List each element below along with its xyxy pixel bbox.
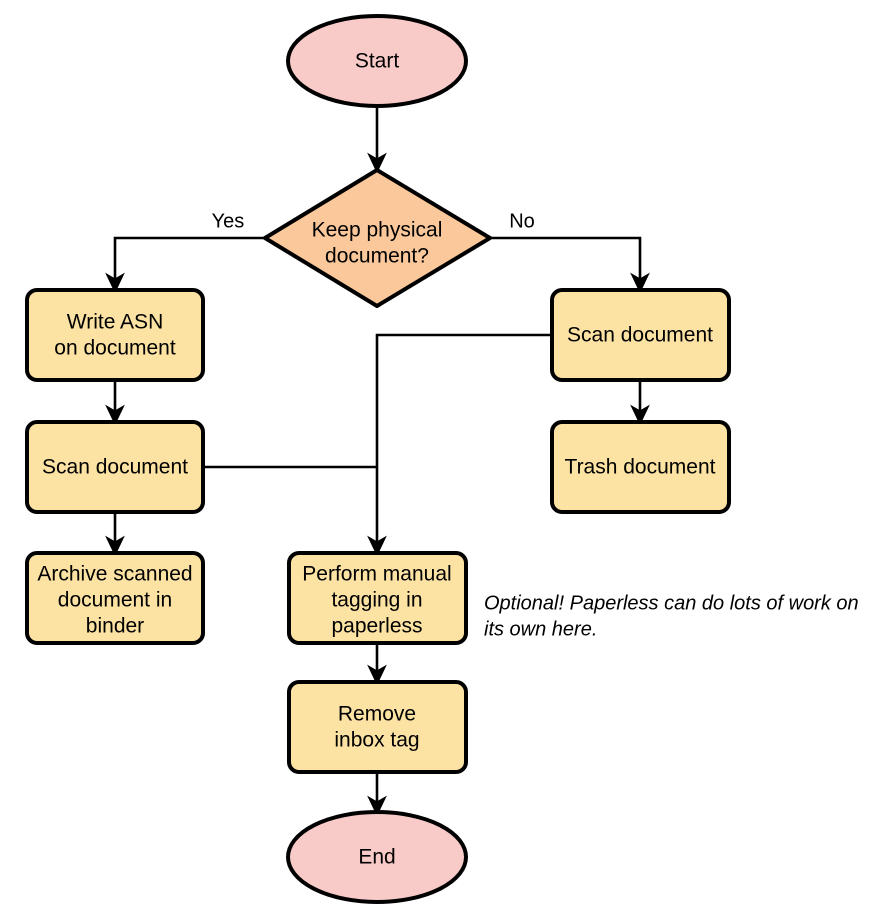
node-manual-tagging[interactable]: Perform manual tagging in paperless: [287, 551, 468, 645]
node-decision[interactable]: Keep physical document?: [263, 168, 492, 308]
trash-label: Trash document: [565, 456, 716, 479]
remove-inbox-label-line1: Remove: [338, 703, 416, 726]
node-write-asn[interactable]: Write ASN on document: [25, 288, 205, 382]
remove-inbox-box: [287, 680, 468, 774]
remove-inbox-label-line2: inbox tag: [334, 729, 419, 752]
edge-group: [105, 103, 650, 817]
archive-label-line2: document in: [58, 589, 172, 612]
decision-label-line2: document?: [325, 245, 429, 268]
decision-label-line1: Keep physical: [312, 219, 443, 242]
edge-label-no: No: [509, 210, 535, 232]
trash-box: [550, 420, 731, 514]
write-asn-label-line2: on document: [54, 337, 176, 360]
write-asn-label-line1: Write ASN: [67, 311, 163, 334]
scan-right-label: Scan document: [567, 324, 713, 347]
archive-label-line1: Archive scanned: [37, 563, 192, 586]
annotation-line1: Optional! Paperless can do lots of work …: [484, 592, 859, 614]
node-archive[interactable]: Archive scanned document in binder: [25, 551, 205, 645]
start-ellipse: [286, 14, 468, 108]
annotation-note: Optional! Paperless can do lots of work …: [484, 592, 859, 640]
scan-left-label: Scan document: [42, 456, 188, 479]
node-trash[interactable]: Trash document: [550, 420, 731, 514]
node-end[interactable]: End: [286, 810, 468, 904]
edge-scan-right-to-manual-tagging: [367, 333, 552, 557]
manual-tagging-label-line3: paperless: [331, 615, 422, 638]
edge-decision-to-write-asn: [105, 236, 265, 294]
scan-right-box: [550, 288, 731, 382]
write-asn-box: [25, 288, 205, 382]
edge-label-yes: Yes: [212, 210, 245, 232]
start-label: Start: [355, 50, 400, 73]
node-scan-document-right[interactable]: Scan document: [550, 288, 731, 382]
manual-tagging-label-line2: tagging in: [331, 589, 422, 612]
archive-box: [25, 551, 205, 645]
node-remove-inbox-tag[interactable]: Remove inbox tag: [287, 680, 468, 774]
annotation-line2: its own here.: [484, 618, 597, 640]
decision-diamond: [263, 168, 492, 308]
manual-tagging-box: [287, 551, 468, 645]
scan-left-box: [25, 420, 205, 514]
node-scan-document-left[interactable]: Scan document: [25, 420, 205, 514]
node-start[interactable]: Start: [286, 14, 468, 108]
archive-label-line3: binder: [86, 615, 144, 638]
manual-tagging-label-line1: Perform manual: [302, 563, 451, 586]
end-label: End: [358, 846, 395, 869]
end-ellipse: [286, 810, 468, 904]
edge-decision-to-scan-right: [490, 236, 650, 294]
